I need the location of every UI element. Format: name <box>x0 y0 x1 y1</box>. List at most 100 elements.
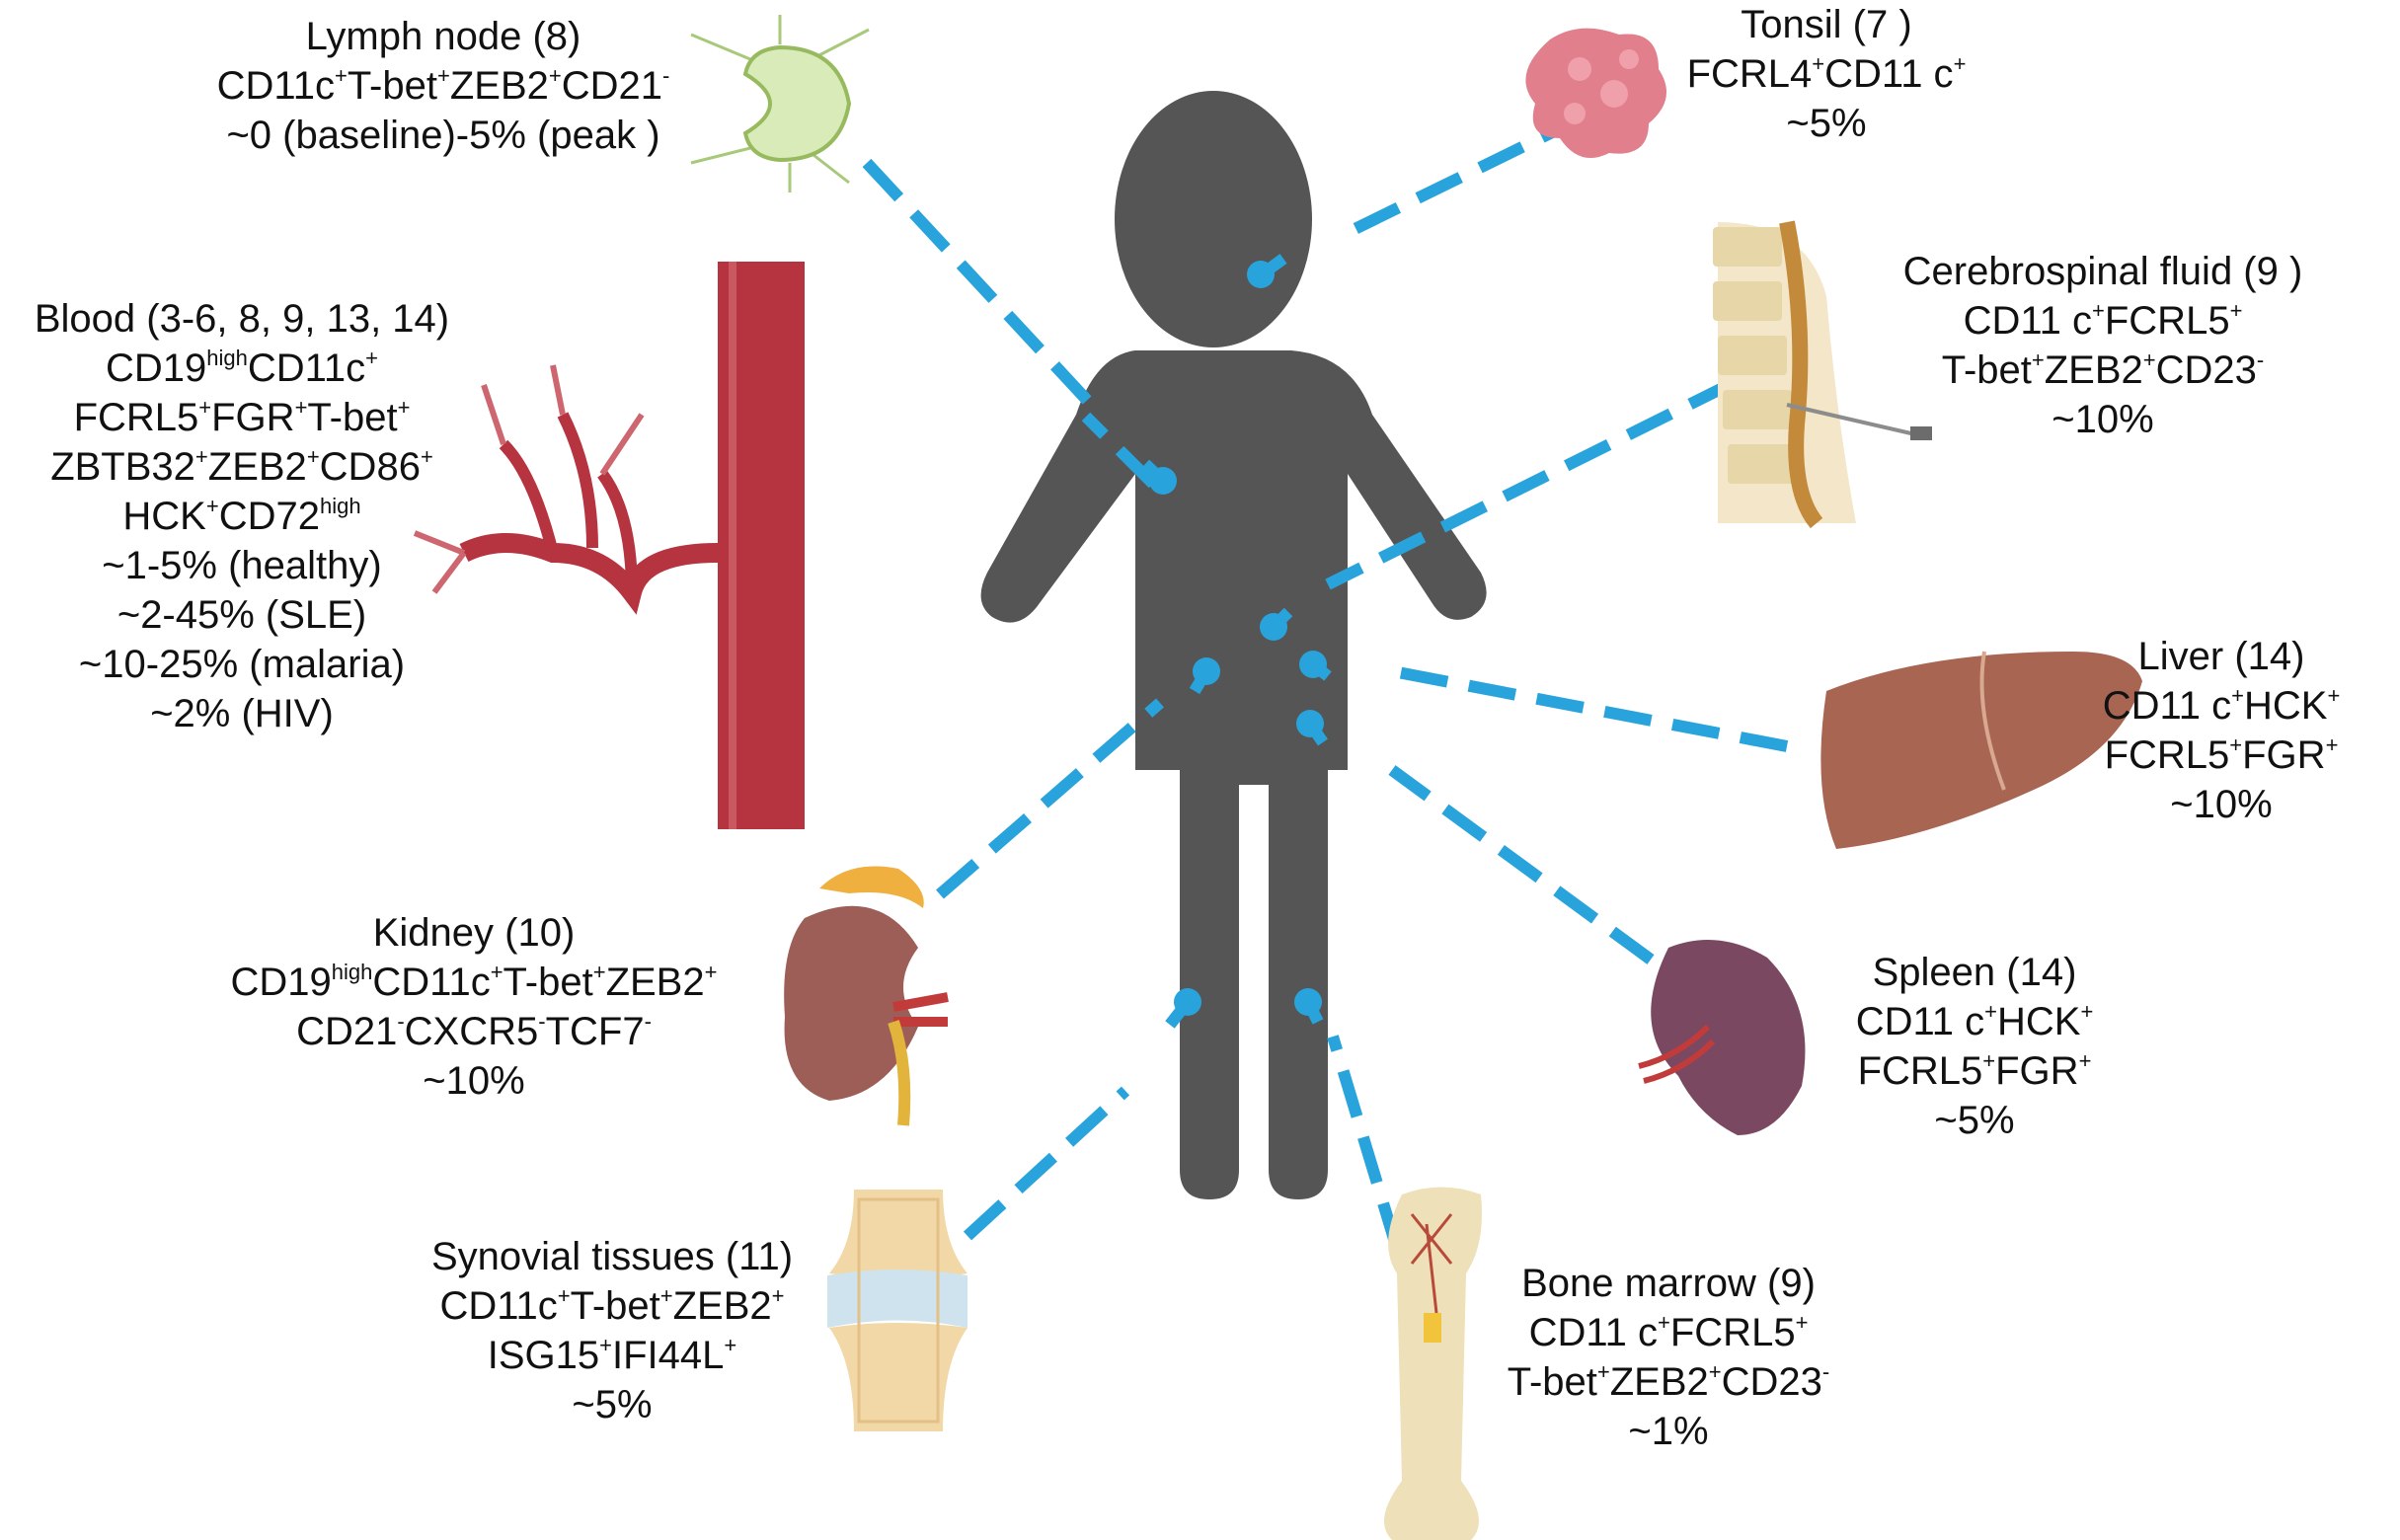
liver-sup: + <box>2231 682 2244 708</box>
pins <box>1149 261 1327 1016</box>
spine-icon <box>1713 220 1932 529</box>
bone-marrow-text: Bone marrow (9) <box>1521 1262 1816 1305</box>
label-lymph-node: Lymph node (8)CD11c+T-bet+ZEB2+CD21-~0 (… <box>137 12 749 160</box>
connector-tonsil <box>1340 111 1587 241</box>
bone-marrow-sup: + <box>1795 1309 1809 1335</box>
kidney-sup: + <box>704 959 718 984</box>
blood-sup: + <box>397 394 411 420</box>
connector-kidney <box>936 698 1164 899</box>
kidney-sup: + <box>592 959 606 984</box>
pin-liver <box>1299 651 1327 678</box>
tonsil-sup: + <box>1953 50 1967 76</box>
kidney-text: ZEB2 <box>605 961 705 1004</box>
csf-text: ZEB2 <box>2044 348 2143 392</box>
synovial-sup: + <box>659 1282 673 1308</box>
spleen-text: HCK <box>1996 1000 2081 1043</box>
lymph-node-line-2: ~0 (baseline)-5% (peak ) <box>137 111 749 160</box>
label-tonsil: Tonsil (7 )FCRL4+CD11 c+~5% <box>1624 0 2029 148</box>
blood-text: ZBTB32 <box>50 445 195 489</box>
synovial-text: ISG15 <box>487 1334 600 1377</box>
blood-sup: + <box>306 443 320 469</box>
csf-sup: + <box>2031 346 2045 372</box>
synovial-line-0: Synovial tissues (11) <box>365 1232 859 1281</box>
blood-sup: high <box>206 345 248 370</box>
lymph-node-text: Lymph node (8) <box>305 15 581 58</box>
synovial-text: T-bet <box>570 1284 660 1328</box>
pin-blood <box>1149 467 1177 495</box>
kidney-sup: - <box>644 1008 652 1034</box>
blood-sup: + <box>420 443 433 469</box>
lymph-node-sup: + <box>436 62 450 88</box>
csf-text: ~10% <box>2052 398 2154 441</box>
connector-synovial <box>963 1086 1130 1241</box>
blood-line-7: ~10-25% (malaria) <box>0 640 484 689</box>
synovial-sup: + <box>599 1332 612 1357</box>
bone-marrow-line-0: Bone marrow (9) <box>1432 1259 1905 1308</box>
lymph-node-text: ZEB2 <box>449 64 549 108</box>
blood-text: ~2% (HIV) <box>150 692 334 735</box>
bone-marrow-line-2: T-bet+ZEB2+CD23- <box>1432 1357 1905 1407</box>
connector-blood <box>1081 412 1158 489</box>
spleen-sup: + <box>1982 1047 1996 1073</box>
pin-tonsil <box>1247 261 1275 288</box>
spleen-sup: + <box>2080 998 2094 1024</box>
spleen-line-2: FCRL5+FGR+ <box>1807 1046 2142 1096</box>
synovial-sup: + <box>557 1282 571 1308</box>
lymph-node-line-1: CD11c+T-bet+ZEB2+CD21- <box>137 61 749 111</box>
lymph-node-sup: + <box>334 62 348 88</box>
kidney-text: ~10% <box>423 1059 525 1103</box>
blood-sup: + <box>294 394 308 420</box>
tonsil-icon <box>1525 28 1666 159</box>
liver-line-3: ~10% <box>2053 780 2389 829</box>
bone-marrow-text: ZEB2 <box>1609 1360 1709 1404</box>
synovial-text: Synovial tissues (11) <box>430 1235 794 1278</box>
blood-text: CD72 <box>218 495 320 538</box>
csf-text: Cerebrospinal fluid (9 ) <box>1902 250 2303 293</box>
kidney-line-2: CD21-CXCR5-TCF7- <box>148 1007 800 1056</box>
pin-synovial <box>1174 988 1201 1016</box>
csf-text: CD23 <box>2155 348 2257 392</box>
blood-line-8: ~2% (HIV) <box>0 689 484 738</box>
spleen-text: ~5% <box>1934 1099 2015 1142</box>
spleen-text: FCRL5 <box>1857 1049 1983 1093</box>
blood-text: CD86 <box>319 445 421 489</box>
figure-body <box>980 350 1487 1199</box>
spleen-line-3: ~5% <box>1807 1096 2142 1145</box>
connector-spleen <box>1388 765 1655 964</box>
connector-bone-marrow <box>1327 1035 1403 1251</box>
csf-sup: + <box>2092 297 2105 323</box>
bone-icon <box>1384 1187 1482 1540</box>
blood-sup: + <box>365 345 378 370</box>
liver-text: CD11 c <box>2102 684 2232 728</box>
blood-sup: + <box>205 493 219 518</box>
synovial-text: IFI44L <box>612 1334 725 1377</box>
synovial-text: CD11c <box>439 1284 558 1328</box>
label-bone-marrow: Bone marrow (9)CD11 c+FCRL5+T-bet+ZEB2+C… <box>1432 1259 1905 1456</box>
joint-icon <box>827 1190 968 1431</box>
blood-text: ZEB2 <box>207 445 307 489</box>
liver-line-2: FCRL5+FGR+ <box>2053 731 2389 780</box>
spleen-sup: + <box>1984 998 1997 1024</box>
bone-marrow-text: CD23 <box>1721 1360 1822 1404</box>
bone-marrow-text: T-bet <box>1507 1360 1597 1404</box>
label-liver: Liver (14)CD11 c+HCK+FCRL5+FGR+~10% <box>2053 632 2389 829</box>
kidney-sup: high <box>331 959 373 984</box>
liver-text: FCRL5 <box>2104 733 2230 777</box>
spleen-text: CD11 c <box>1855 1000 1985 1043</box>
blood-text: T-bet <box>307 396 398 439</box>
lymph-node-text: ~0 (baseline)-5% (peak ) <box>226 114 660 157</box>
liver-text: ~10% <box>2170 783 2273 826</box>
label-csf: Cerebrospinal fluid (9 )CD11 c+FCRL5+T-b… <box>1826 247 2379 444</box>
tonsil-line-1: FCRL4+CD11 c+ <box>1624 49 2029 99</box>
csf-line-3: ~10% <box>1826 395 2379 444</box>
lymph-node-line-0: Lymph node (8) <box>137 12 749 61</box>
tonsil-line-2: ~5% <box>1624 99 2029 148</box>
tonsil-text: ~5% <box>1786 102 1867 145</box>
kidney-line-1: CD19highCD11c+T-bet+ZEB2+ <box>148 958 800 1007</box>
connector-lymph-node <box>862 158 1101 415</box>
liver-text: HCK <box>2243 684 2328 728</box>
synovial-sup: + <box>724 1332 737 1357</box>
tonsil-text: Tonsil (7 ) <box>1741 3 1912 46</box>
